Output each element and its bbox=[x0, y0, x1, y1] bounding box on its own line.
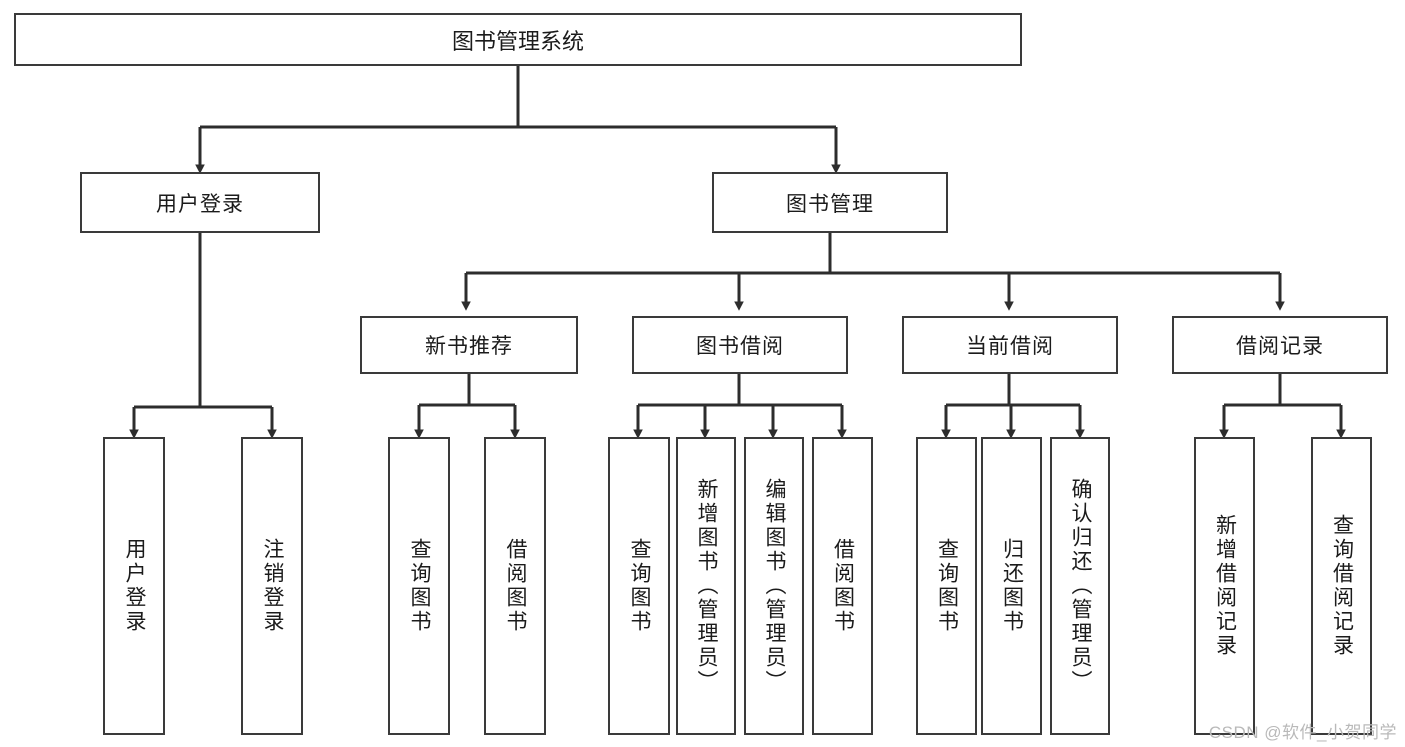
leaf-query-borrow-record[interactable]: 查询借阅记录 bbox=[1311, 437, 1372, 735]
node-label: 借阅记录 bbox=[1236, 335, 1324, 358]
node-user-login[interactable]: 用户登录 bbox=[80, 172, 320, 233]
node-label: 用户登录 bbox=[123, 538, 147, 634]
node-label: 借阅图书 bbox=[504, 538, 528, 634]
node-label: 借阅图书 bbox=[831, 538, 855, 634]
node-label: 编辑图书（管理员） bbox=[763, 478, 787, 694]
node-book-manage[interactable]: 图书管理 bbox=[712, 172, 948, 233]
node-book-borrow[interactable]: 图书借阅 bbox=[632, 316, 848, 374]
watermark: CSDN @软件_小贺同学 bbox=[1208, 723, 1397, 742]
node-label: 图书管理系统 bbox=[451, 28, 584, 54]
node-label: 注销登录 bbox=[261, 538, 285, 634]
node-current-borrow[interactable]: 当前借阅 bbox=[902, 316, 1118, 374]
leaf-user-login[interactable]: 用户登录 bbox=[103, 437, 165, 735]
node-label: 归还图书 bbox=[1000, 538, 1024, 634]
node-label: 查询图书 bbox=[408, 538, 432, 634]
leaf-borrow-book-2[interactable]: 借阅图书 bbox=[812, 437, 873, 735]
leaf-query-book-2[interactable]: 查询图书 bbox=[608, 437, 670, 735]
node-label: 查询图书 bbox=[935, 538, 959, 634]
leaf-borrow-book-1[interactable]: 借阅图书 bbox=[484, 437, 546, 735]
leaf-confirm-return[interactable]: 确认归还（管理员） bbox=[1050, 437, 1110, 735]
node-borrow-record[interactable]: 借阅记录 bbox=[1172, 316, 1388, 374]
node-label: 新增借阅记录 bbox=[1213, 514, 1237, 658]
leaf-edit-book-admin[interactable]: 编辑图书（管理员） bbox=[744, 437, 804, 735]
node-label: 图书借阅 bbox=[696, 335, 784, 358]
node-root-book-management-system[interactable]: 图书管理系统 bbox=[14, 13, 1022, 66]
leaf-add-book-admin[interactable]: 新增图书（管理员） bbox=[676, 437, 736, 735]
node-label: 确认归还（管理员） bbox=[1069, 478, 1093, 694]
node-label: 新书推荐 bbox=[425, 335, 513, 358]
leaf-logout-login[interactable]: 注销登录 bbox=[241, 437, 303, 735]
leaf-query-book-1[interactable]: 查询图书 bbox=[388, 437, 450, 735]
node-new-book-recommend[interactable]: 新书推荐 bbox=[360, 316, 578, 374]
node-label: 查询借阅记录 bbox=[1330, 514, 1354, 658]
leaf-query-book-3[interactable]: 查询图书 bbox=[916, 437, 977, 735]
node-label: 用户登录 bbox=[156, 192, 244, 216]
node-label: 新增图书（管理员） bbox=[695, 478, 719, 694]
leaf-add-borrow-record[interactable]: 新增借阅记录 bbox=[1194, 437, 1255, 735]
node-label: 当前借阅 bbox=[966, 335, 1054, 358]
node-label: 图书管理 bbox=[786, 192, 874, 216]
node-label: 查询图书 bbox=[628, 538, 652, 634]
leaf-return-book[interactable]: 归还图书 bbox=[981, 437, 1042, 735]
